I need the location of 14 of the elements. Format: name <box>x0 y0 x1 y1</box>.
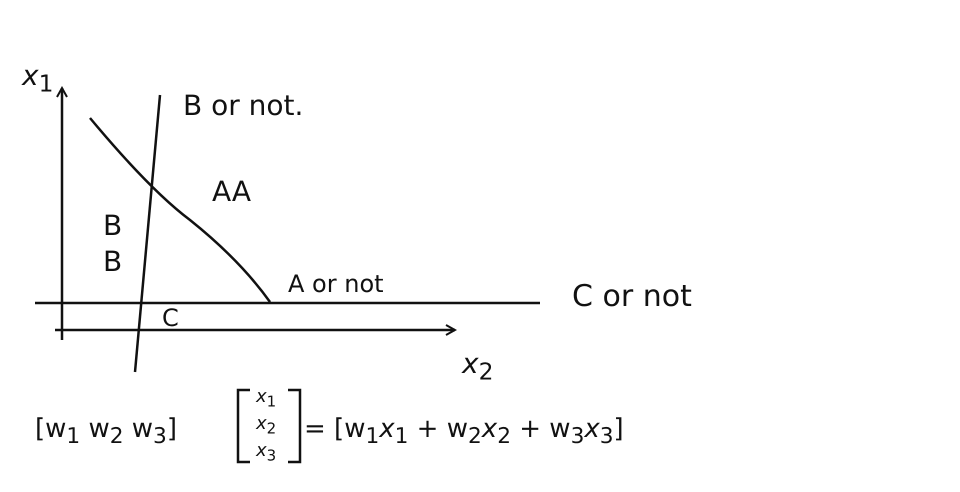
equation-result: = [w$_{1}$x$_{1}$ + w$_{2}$x$_{2}$ + w$_{3}$x$_{3}$] <box>304 416 624 448</box>
row-vector: [w$_{1}$ w$_{2}$ w$_{3}$] <box>35 416 177 448</box>
vector-entry: x$_{2}$ <box>256 415 276 437</box>
axis-label: x$_{2}$ <box>462 350 494 384</box>
region-label: B <box>103 248 122 276</box>
region-label: AA <box>212 178 252 206</box>
vector-entry: x$_{3}$ <box>256 442 276 464</box>
boundary-label: B or not. <box>183 92 304 120</box>
boundary-label: A or not <box>288 272 384 296</box>
axis-label: x$_{1}$ <box>22 62 54 96</box>
region-label: B <box>103 212 122 240</box>
region-label: C <box>162 306 179 330</box>
vector-entry: x$_{1}$ <box>256 388 276 410</box>
boundary-label: C or not <box>572 282 692 312</box>
